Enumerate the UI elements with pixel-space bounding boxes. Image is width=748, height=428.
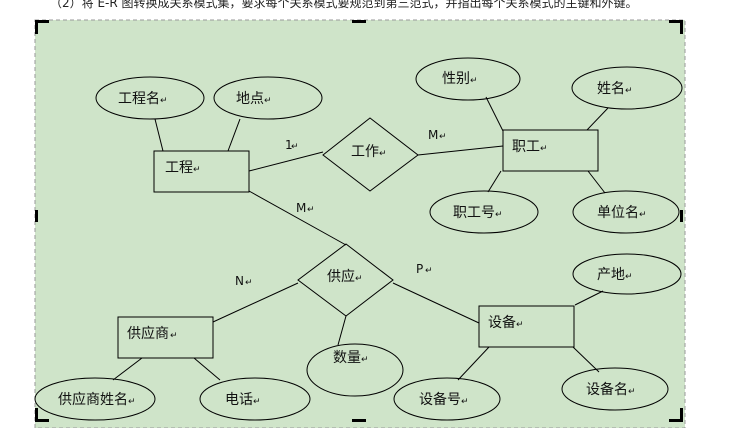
attribute-name: 姓名 ↵ xyxy=(571,66,683,110)
svg-text:↵: ↵ xyxy=(379,149,387,159)
entity-label-equipment: 设备 xyxy=(488,314,516,331)
svg-text:↵: ↵ xyxy=(470,76,478,86)
svg-text:工程名: 工程名 xyxy=(118,91,160,107)
attribute-unit-name: 单位名 ↵ xyxy=(572,190,680,234)
svg-text:↵: ↵ xyxy=(307,205,315,215)
connector-lines xyxy=(112,96,609,381)
cardinality-work-project: 1 xyxy=(285,138,293,152)
svg-text:性别: 性别 xyxy=(442,71,470,87)
svg-text:↵: ↵ xyxy=(425,266,433,276)
attribute-supplier-name: 供应商姓名 ↵ xyxy=(34,377,156,421)
svg-text:↵: ↵ xyxy=(355,274,363,284)
svg-text:供应商姓名: 供应商姓名 xyxy=(58,391,128,408)
svg-text:姓名: 姓名 xyxy=(597,81,625,97)
cardinality-supply-equipment: P xyxy=(416,262,423,276)
svg-text:↵: ↵ xyxy=(625,272,633,282)
attribute-project-name: 工程名 ↵ xyxy=(95,76,205,120)
attribute-equipment-name: 设备名 ↵ xyxy=(561,367,669,411)
svg-text:数量: 数量 xyxy=(333,350,361,366)
svg-text:↵: ↵ xyxy=(639,210,647,220)
attribute-gender: 性别 ↵ xyxy=(415,57,521,101)
svg-text:↵: ↵ xyxy=(540,144,548,154)
attribute-employee-no: 职工号 ↵ xyxy=(429,190,539,234)
svg-text:↵: ↵ xyxy=(264,96,272,106)
cardinality-supply-project: M xyxy=(296,201,306,215)
svg-text:设备名: 设备名 xyxy=(586,381,628,398)
svg-text:↵: ↵ xyxy=(128,397,136,407)
svg-text:↵: ↵ xyxy=(253,397,261,407)
instruction-text: （2）将 E-R 图转换成关系模式集，要求每个关系模式要规范到第三范式，并指出每… xyxy=(50,0,638,10)
svg-text:↵: ↵ xyxy=(628,387,636,397)
svg-text:↵: ↵ xyxy=(516,320,524,330)
svg-text:↵: ↵ xyxy=(170,331,178,341)
svg-text:↵: ↵ xyxy=(439,132,447,142)
entity-label-employee: 职工 xyxy=(512,139,540,155)
svg-text:产地: 产地 xyxy=(597,267,625,283)
relationship-label-work: 工作 xyxy=(351,144,379,160)
entity-label-project: 工程 xyxy=(165,160,193,176)
svg-text:设备号: 设备号 xyxy=(419,391,461,408)
svg-text:↵: ↵ xyxy=(361,355,369,365)
attribute-equipment-no: 设备号 ↵ xyxy=(393,377,501,421)
attribute-quantity: 数量 ↵ xyxy=(306,343,404,397)
attribute-origin: 产地 ↵ xyxy=(572,253,682,295)
attribute-location: 地点 ↵ xyxy=(213,76,323,120)
entity-employee: 职工 ↵ xyxy=(502,129,599,172)
attribute-phone: 电话 ↵ xyxy=(199,377,311,421)
entity-label-supplier: 供应商 xyxy=(127,325,169,342)
corner-marks xyxy=(35,20,683,422)
svg-text:单位名: 单位名 xyxy=(597,205,639,221)
svg-text:↵: ↵ xyxy=(495,210,503,220)
entity-equipment: 设备 ↵ xyxy=(478,305,575,348)
svg-text:↵: ↵ xyxy=(160,96,168,106)
relationship-work: 工作 ↵ xyxy=(322,117,419,192)
entity-project: 工程 ↵ xyxy=(153,150,250,193)
cardinality-work-employee: M xyxy=(428,128,438,142)
svg-text:电话: 电话 xyxy=(225,392,253,408)
diagram-canvas xyxy=(34,19,686,428)
relationship-label-supply: 供应 xyxy=(327,268,355,285)
svg-text:↵: ↵ xyxy=(461,397,469,407)
svg-text:↵: ↵ xyxy=(291,142,299,152)
svg-text:↵: ↵ xyxy=(625,86,633,96)
svg-text:↵: ↵ xyxy=(245,278,253,288)
svg-text:职工号: 职工号 xyxy=(453,205,495,221)
cardinality-labels: 1 ↵ M ↵ M ↵ N ↵ P ↵ xyxy=(235,128,447,288)
svg-text:地点: 地点 xyxy=(236,91,264,107)
entity-supplier: 供应商 ↵ xyxy=(117,316,214,359)
svg-text:↵: ↵ xyxy=(193,165,201,175)
relationship-supply: 供应 ↵ xyxy=(297,243,394,317)
cardinality-supply-supplier: N xyxy=(235,274,244,288)
